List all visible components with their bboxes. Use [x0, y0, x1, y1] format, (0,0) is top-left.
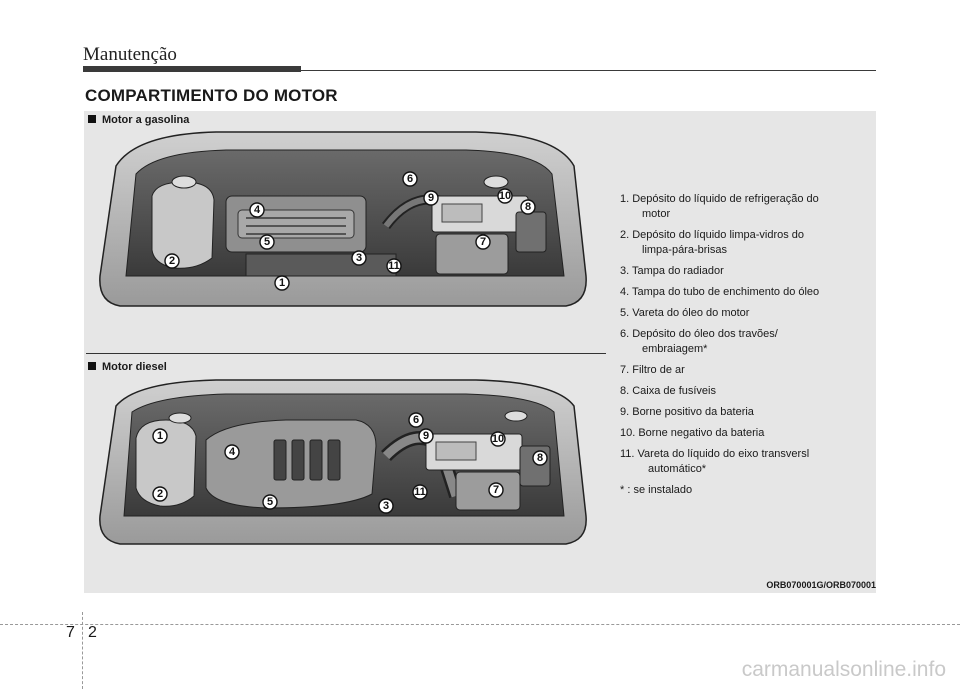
svg-text:11: 11	[414, 486, 426, 498]
svg-text:9: 9	[423, 430, 429, 442]
callout-2: 2	[152, 486, 168, 502]
diesel-callouts: 1 2 3 4 5 6 7 8 9 10 11	[152, 412, 548, 514]
callout-6: 6	[408, 412, 424, 428]
svg-text:10: 10	[499, 190, 511, 202]
svg-text:3: 3	[383, 500, 389, 512]
callout-7: 7	[488, 482, 504, 498]
callout-9: 9	[418, 428, 434, 444]
legend-item-8: 8. Caixa de fusíveis	[620, 385, 716, 397]
svg-text:1: 1	[279, 277, 285, 289]
svg-text:7: 7	[493, 484, 499, 496]
page-footer-rule	[0, 624, 960, 625]
callout-2: 2	[164, 253, 180, 269]
callout-10: 10	[497, 188, 513, 204]
diesel-engine-illustration: 1 2 3 4 5 6 7 8 9 10 11	[99, 379, 587, 545]
callout-10: 10	[490, 431, 506, 447]
callout-11: 11	[412, 484, 428, 500]
bullet-square-icon	[88, 115, 96, 123]
callout-7: 7	[475, 234, 491, 250]
header-bar	[83, 66, 301, 72]
callout-9: 9	[423, 190, 439, 206]
page-number: 2	[88, 624, 97, 641]
page-footer-separator	[82, 612, 83, 689]
watermark: carmanualsonline.info	[741, 658, 946, 681]
legend-item-4: 4. Tampa do tubo de enchimento do óleo	[620, 286, 820, 298]
running-header: Manutenção	[83, 44, 177, 65]
callout-11: 11	[386, 258, 402, 274]
legend-item-3: 3. Tampa do radiador	[620, 265, 724, 277]
legend-item-6: 6. Depósito do óleo dos travões/embraiag…	[620, 328, 778, 355]
svg-text:9: 9	[428, 192, 434, 204]
legend-item-11: 11. Vareta do líquido do eixo transversl…	[620, 448, 810, 475]
callout-3: 3	[378, 498, 394, 514]
svg-text:6: 6	[413, 414, 419, 426]
svg-text:2: 2	[157, 488, 163, 500]
svg-text:4: 4	[229, 446, 236, 458]
legend-item-9: 9. Borne positivo da bateria	[620, 406, 754, 418]
svg-text:6: 6	[407, 173, 413, 185]
callout-3: 3	[351, 250, 367, 266]
callout-4: 4	[249, 202, 265, 218]
page-title: COMPARTIMENTO DO MOTOR	[85, 86, 338, 105]
callout-1: 1	[152, 428, 168, 444]
gasoline-callouts: 1 2 3 4 5 6 7 8 9 10 11	[164, 171, 536, 291]
callout-4: 4	[224, 444, 240, 460]
callout-6: 6	[402, 171, 418, 187]
svg-text:8: 8	[525, 201, 531, 213]
svg-text:10: 10	[492, 433, 504, 445]
legend-footnote: * : se instalado	[620, 484, 693, 496]
svg-text:3: 3	[356, 252, 362, 264]
legend-item-5: 5. Vareta do óleo do motor	[620, 307, 750, 319]
svg-text:5: 5	[267, 496, 273, 508]
callout-8: 8	[520, 199, 536, 215]
legend-item-7: 7. Filtro de ar	[620, 364, 685, 376]
gasoline-engine-label: Motor a gasolina	[88, 114, 189, 126]
svg-text:5: 5	[264, 236, 270, 248]
component-legend: 1. Depósito do líquido de refrigeração d…	[620, 192, 870, 504]
diesel-engine-label: Motor diesel	[88, 361, 167, 373]
chapter-number: 7	[66, 624, 75, 641]
svg-text:7: 7	[480, 236, 486, 248]
svg-text:2: 2	[169, 255, 175, 267]
gasoline-engine-illustration: 1 2 3 4 5 6 7 8 9 10 11	[99, 131, 587, 307]
header-rule	[301, 70, 876, 71]
legend-item-10: 10. Borne negativo da bateria	[620, 427, 765, 439]
callout-5: 5	[259, 234, 275, 250]
figure-divider	[86, 353, 606, 354]
image-code: ORB070001G/ORB070001	[766, 580, 876, 590]
legend-item-1: 1. Depósito do líquido de refrigeração d…	[620, 193, 819, 220]
callout-1: 1	[274, 275, 290, 291]
svg-text:1: 1	[157, 430, 163, 442]
bullet-square-icon	[88, 362, 96, 370]
svg-text:4: 4	[254, 204, 261, 216]
callout-8: 8	[532, 450, 548, 466]
callout-5: 5	[262, 494, 278, 510]
svg-text:8: 8	[537, 452, 543, 464]
svg-text:11: 11	[388, 260, 400, 272]
